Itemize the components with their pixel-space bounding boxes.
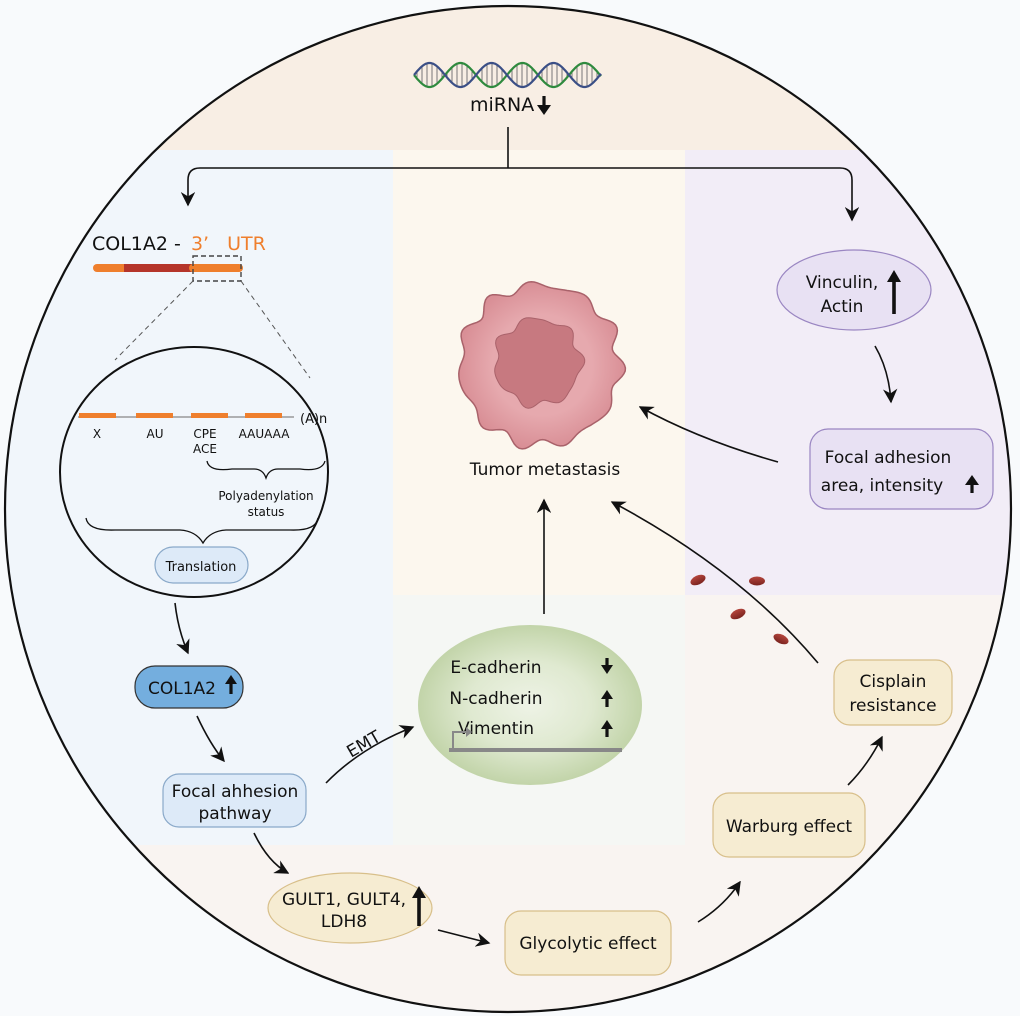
branch-arrow-right	[508, 167, 860, 222]
translation-node	[154, 546, 249, 584]
zoom-guide-left	[114, 280, 194, 361]
arrow-col1a2-to-focal-pathway	[196, 715, 225, 763]
gult-label-2: LDH8	[321, 912, 367, 932]
warburg-label: Warburg effect	[726, 817, 853, 837]
poly-a-tail-label: (A)n	[300, 412, 327, 427]
glycolytic-effect-node	[504, 910, 672, 976]
utr-element-cpe	[191, 413, 228, 418]
glycolytic-label: Glycolytic effect	[519, 934, 657, 954]
polyadenylation-brace	[206, 460, 326, 481]
focal-adhesion-pathway-node	[162, 773, 307, 828]
utr-element-x	[79, 413, 116, 418]
focal-pathway-label-1: Focal ahhesion	[172, 782, 299, 802]
gult-ldh-node	[267, 872, 433, 944]
arrow-cisplain-to-tumor	[610, 501, 819, 664]
rbc-icon	[730, 608, 746, 620]
arrow-up-icon	[965, 475, 979, 493]
utr-gene-label: COL1A2 - 3’ UTR	[92, 233, 266, 255]
rbc-icon	[773, 633, 789, 645]
utr-element-label: X	[93, 427, 101, 441]
utr-element-label-2: ACE	[193, 442, 217, 456]
arrow-warburg-to-cisplain	[847, 735, 883, 786]
arrow-vinculin-to-focal-area	[874, 345, 898, 404]
utr-detail-circle	[59, 346, 329, 598]
utr-element-au	[136, 413, 173, 418]
focal-area-label-1: Focal adhesion	[825, 448, 952, 468]
warburg-effect-node	[712, 792, 866, 858]
col1a2-label: COL1A2	[148, 679, 216, 699]
utr-element-label: AAUAAA	[239, 427, 291, 441]
marker-label: E-cadherin	[450, 658, 541, 678]
utr-elements	[79, 413, 282, 418]
arrow-translation-to-col1a2	[174, 602, 190, 655]
arrow-up-icon	[601, 720, 613, 737]
tumor-cell-icon	[458, 280, 627, 450]
actin-label: Actin	[821, 297, 864, 317]
arrow-down-icon	[537, 96, 551, 115]
mirna-label: miRNA	[470, 94, 534, 116]
focal-adhesion-area-node	[809, 428, 994, 510]
utr-zoom-box	[192, 255, 242, 282]
rbc-icon	[690, 574, 706, 586]
arrow-up-icon	[412, 886, 426, 926]
arrow-up-icon	[601, 690, 613, 707]
arrow-focal-pathway-to-gult	[253, 832, 290, 874]
polyadenylation-label: Polyadenylation	[218, 489, 313, 503]
cisplain-label-1: Cisplain	[860, 672, 927, 692]
arrow-up-icon	[225, 675, 237, 694]
utr-element-label: AU	[147, 427, 164, 441]
red-blood-cells	[690, 574, 789, 645]
promoter-icon	[449, 727, 622, 752]
dna-helix-icon	[413, 61, 602, 89]
focal-pathway-label-2: pathway	[198, 804, 271, 824]
translation-label: Translation	[165, 560, 237, 575]
branch-arrow-left	[180, 167, 508, 207]
focal-area-label-2: area, intensity	[821, 476, 943, 496]
arrow-up-icon	[887, 270, 901, 314]
vinculin-label: Vinculin,	[806, 273, 879, 293]
arrow-gult-to-glycolytic	[437, 929, 491, 947]
translation-brace	[85, 517, 319, 545]
tumor-metastasis-label: Tumor metastasis	[469, 460, 621, 480]
cisplain-label-2: resistance	[849, 696, 936, 716]
rbc-icon	[749, 576, 765, 586]
outer-circle	[3, 4, 1013, 1014]
marker-label: Vimentin	[458, 719, 534, 739]
marker-label: N-cadherin	[449, 689, 542, 709]
utr-element-label: CPE	[193, 427, 216, 441]
col1a2-node	[134, 665, 244, 709]
polyadenylation-status-label: status	[248, 505, 285, 519]
gult-label-1: GULT1, GULT4,	[282, 890, 406, 910]
arrow-focal-area-to-tumor	[638, 406, 779, 463]
arrow-glycolytic-to-warburg	[697, 880, 741, 923]
utr-element-aauaaa	[245, 413, 282, 418]
panel-top-peach	[5, 6, 1011, 150]
emt-markers-node	[418, 625, 642, 785]
cisplain-resistance-node	[833, 659, 953, 726]
arrow-down-icon	[601, 658, 613, 674]
arrow-emt	[325, 725, 415, 784]
zoom-guide-right	[240, 280, 311, 379]
